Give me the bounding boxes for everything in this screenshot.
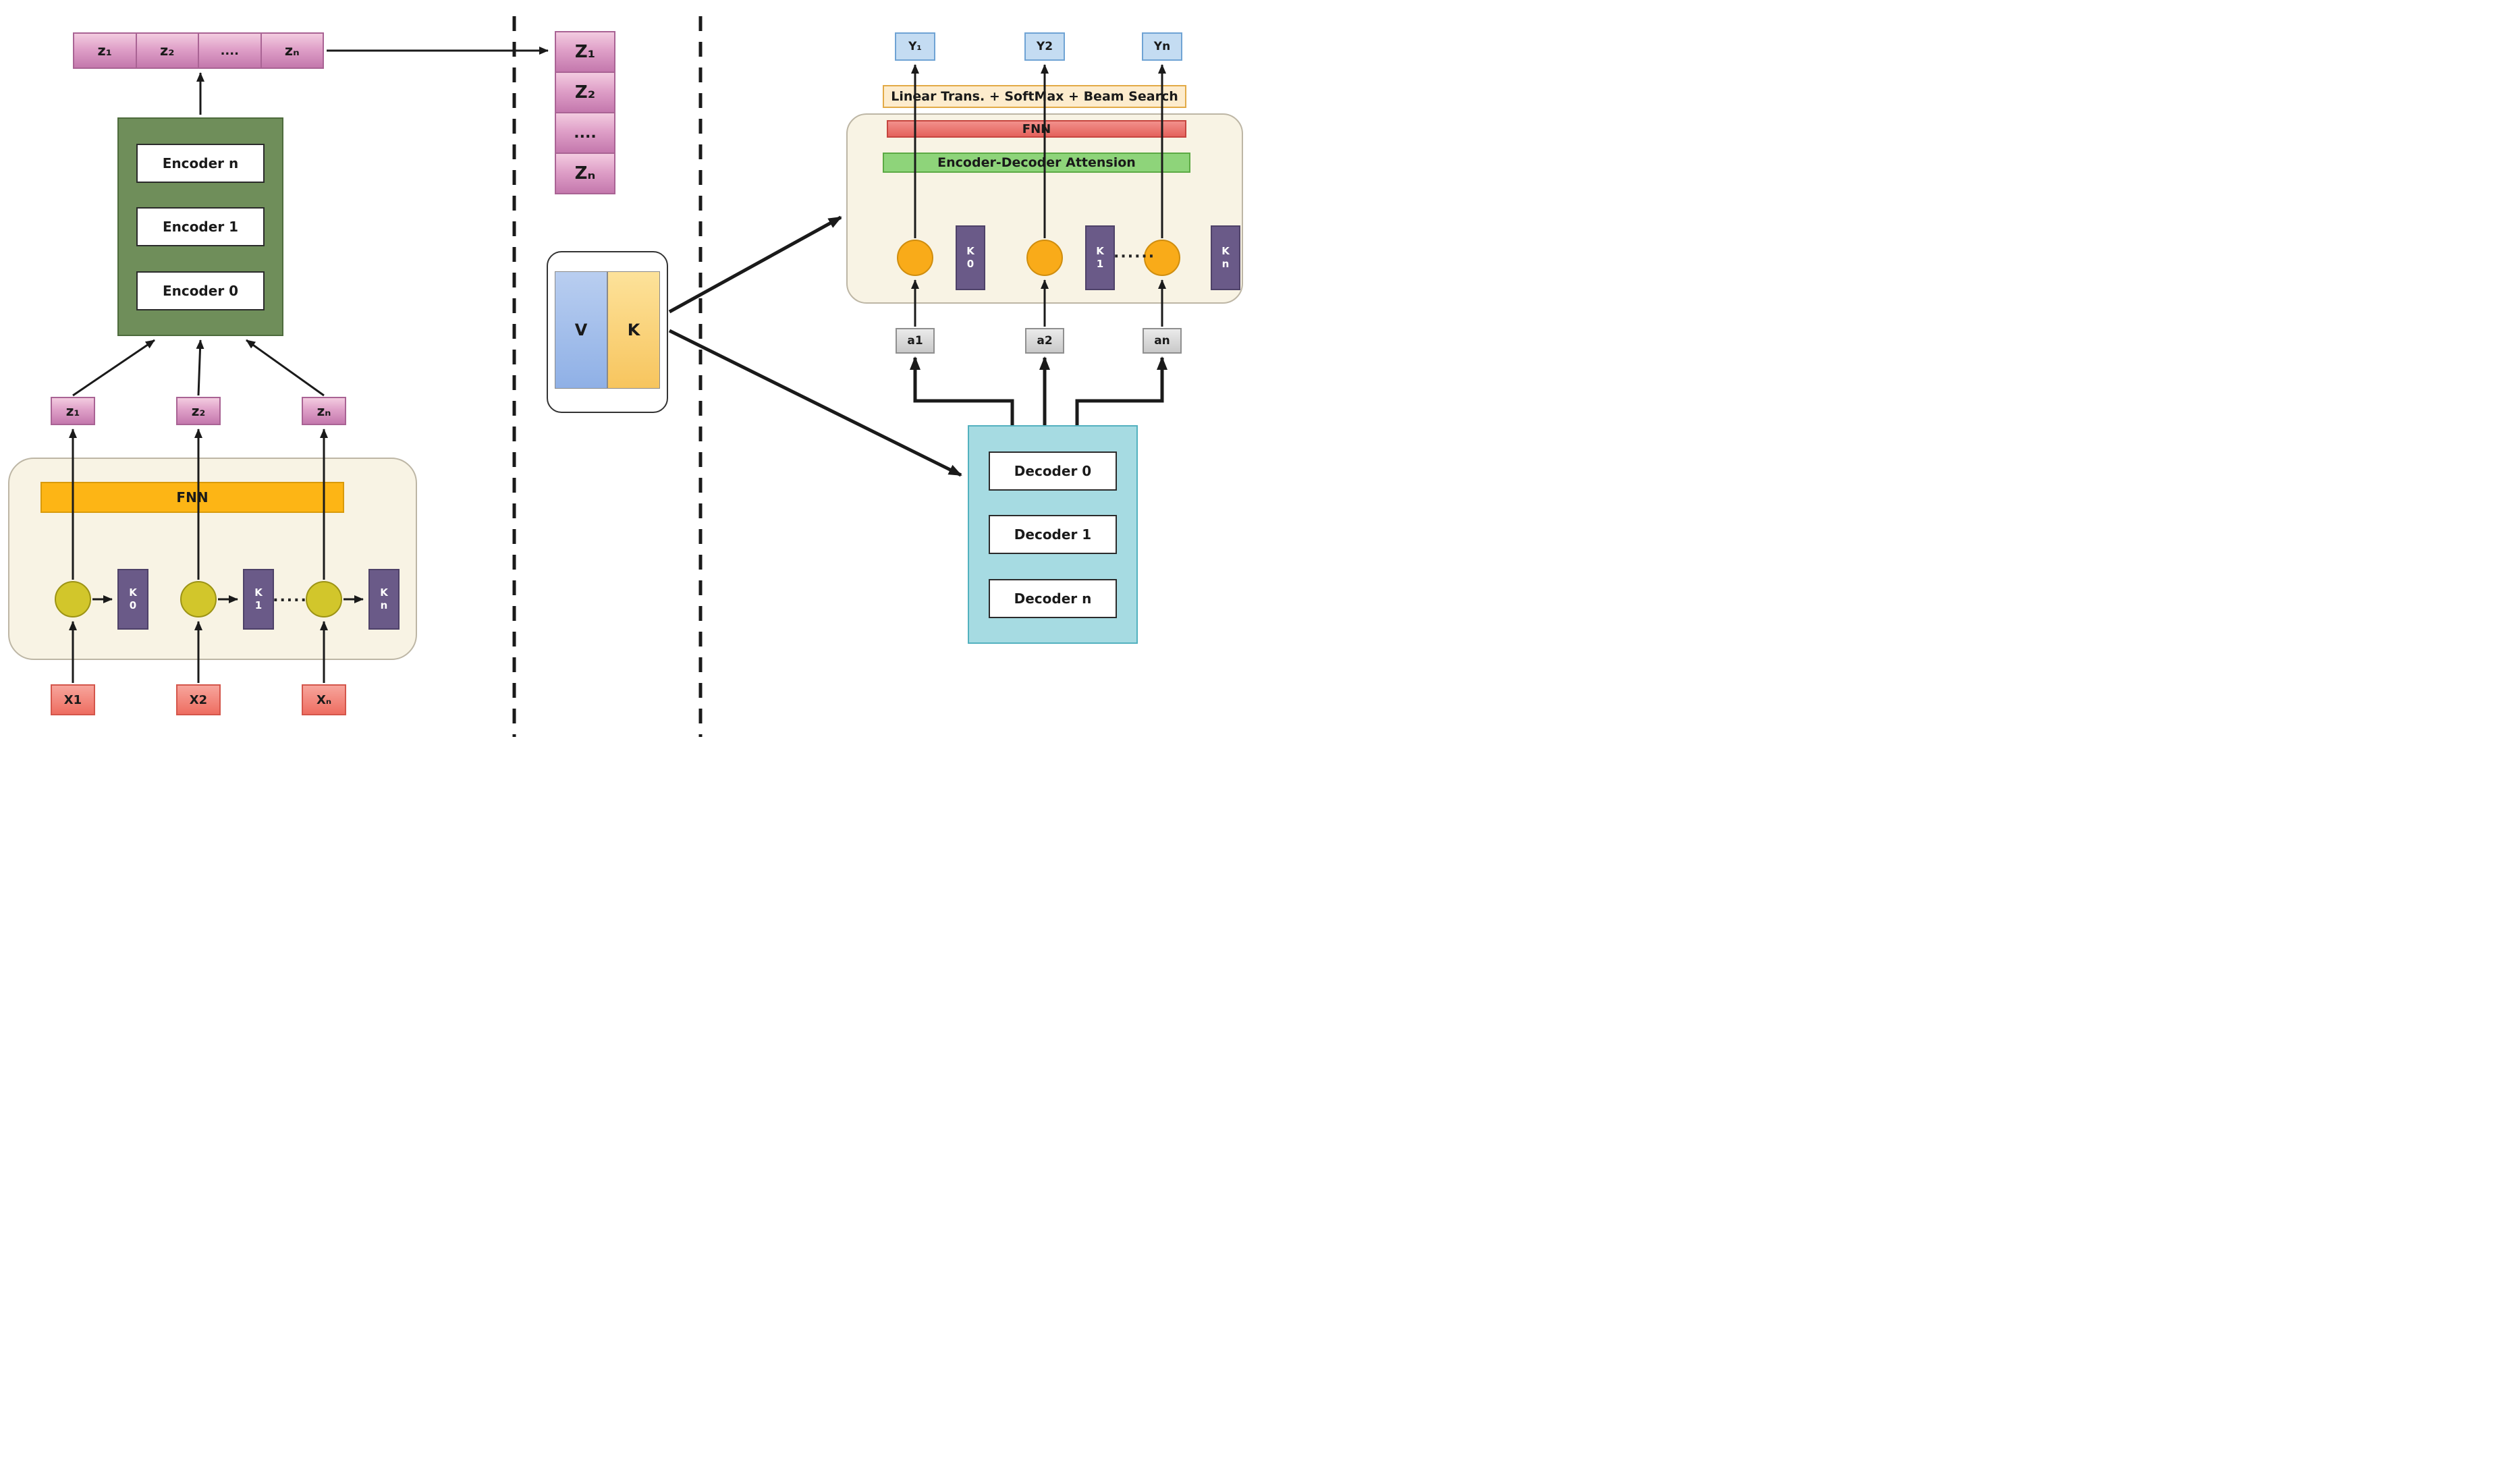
v-matrix-box: V	[555, 271, 607, 389]
z-memory-stack: Z₁ Z₂ .... Zₙ	[555, 31, 615, 194]
left-ellipsis: .....	[273, 588, 308, 605]
encoder-decoder-attention-bar: Encoder-Decoder Attension	[883, 153, 1190, 173]
encoder-1-box: Encoder 1	[136, 207, 265, 246]
left-kn-box: K n	[368, 569, 400, 630]
z-stack-cell-1: Z₁	[555, 31, 615, 73]
z-stack-cell-n: Zₙ	[555, 153, 615, 194]
encoder-n-box: Encoder n	[136, 143, 265, 183]
connector-zn-to-encoder	[246, 339, 325, 397]
linear-softmax-beam-bar: Linear Trans. + SoftMax + Beam Search	[883, 85, 1186, 108]
z-stack-cell-2: Z₂	[555, 72, 615, 113]
encoder-cell-circle-1	[55, 581, 91, 617]
z1-box: z₁	[51, 397, 95, 425]
right-fnn-bar: FNN	[887, 120, 1186, 138]
decoder-cell-circle-3	[1144, 240, 1180, 276]
a2-box: a2	[1025, 328, 1064, 354]
left-k1-box: K 1	[243, 569, 274, 630]
left-k0-box: K 0	[117, 569, 148, 630]
zn-box: zₙ	[302, 397, 346, 425]
connector-z2-to-encoder	[196, 339, 204, 396]
a1-box: a1	[896, 328, 935, 354]
y2-box: Y2	[1024, 32, 1065, 61]
encoder-0-box: Encoder 0	[136, 271, 265, 310]
encoder-stack-box: Encoder n Encoder 1 Encoder 0	[117, 117, 283, 336]
connector-z1-to-encoder	[72, 339, 155, 397]
encoder-cell-circle-2	[180, 581, 217, 617]
right-k0-box: K 0	[956, 225, 985, 290]
z-bar-cell-2: z₂	[135, 32, 199, 69]
z2-box: z₂	[176, 397, 221, 425]
encoder-output-bar: z₁ z₂ .... zₙ	[73, 32, 324, 69]
left-fnn-bar: FNN	[40, 482, 344, 513]
connector-decoder-to-a1	[910, 356, 1014, 425]
decoder-cell-circle-2	[1026, 240, 1063, 276]
y1-box: Y₁	[895, 32, 935, 61]
yn-box: Yn	[1142, 32, 1182, 61]
z-stack-cell-dots: ....	[555, 112, 615, 154]
decoder-0-box: Decoder 0	[989, 451, 1117, 491]
xn-box: Xₙ	[302, 684, 346, 715]
decoder-1-box: Decoder 1	[989, 515, 1117, 554]
x2-box: X2	[176, 684, 221, 715]
right-k1-box: K 1	[1085, 225, 1115, 290]
z-bar-cell-n: zₙ	[260, 32, 324, 69]
an-box: an	[1143, 328, 1182, 354]
right-kn-box: K n	[1211, 225, 1240, 290]
z-bar-cell-dots: ....	[198, 32, 262, 69]
decoder-cell-circle-1	[897, 240, 933, 276]
z-bar-cell-1: z₁	[73, 32, 137, 69]
x1-box: X1	[51, 684, 95, 715]
connector-decoder-to-an	[1075, 356, 1167, 425]
encoder-decoder-architecture-diagram: z₁ z₂ .... zₙ Encoder n Encoder 1 Encode…	[0, 0, 1250, 742]
decoder-stack-box: Decoder 0 Decoder 1 Decoder n	[968, 425, 1138, 644]
connector-vk-to-attention	[668, 215, 842, 314]
encoder-cell-circle-3	[306, 581, 342, 617]
decoder-n-box: Decoder n	[989, 578, 1117, 618]
k-matrix-box: K	[607, 271, 660, 389]
right-ellipsis: ······	[1114, 248, 1156, 265]
